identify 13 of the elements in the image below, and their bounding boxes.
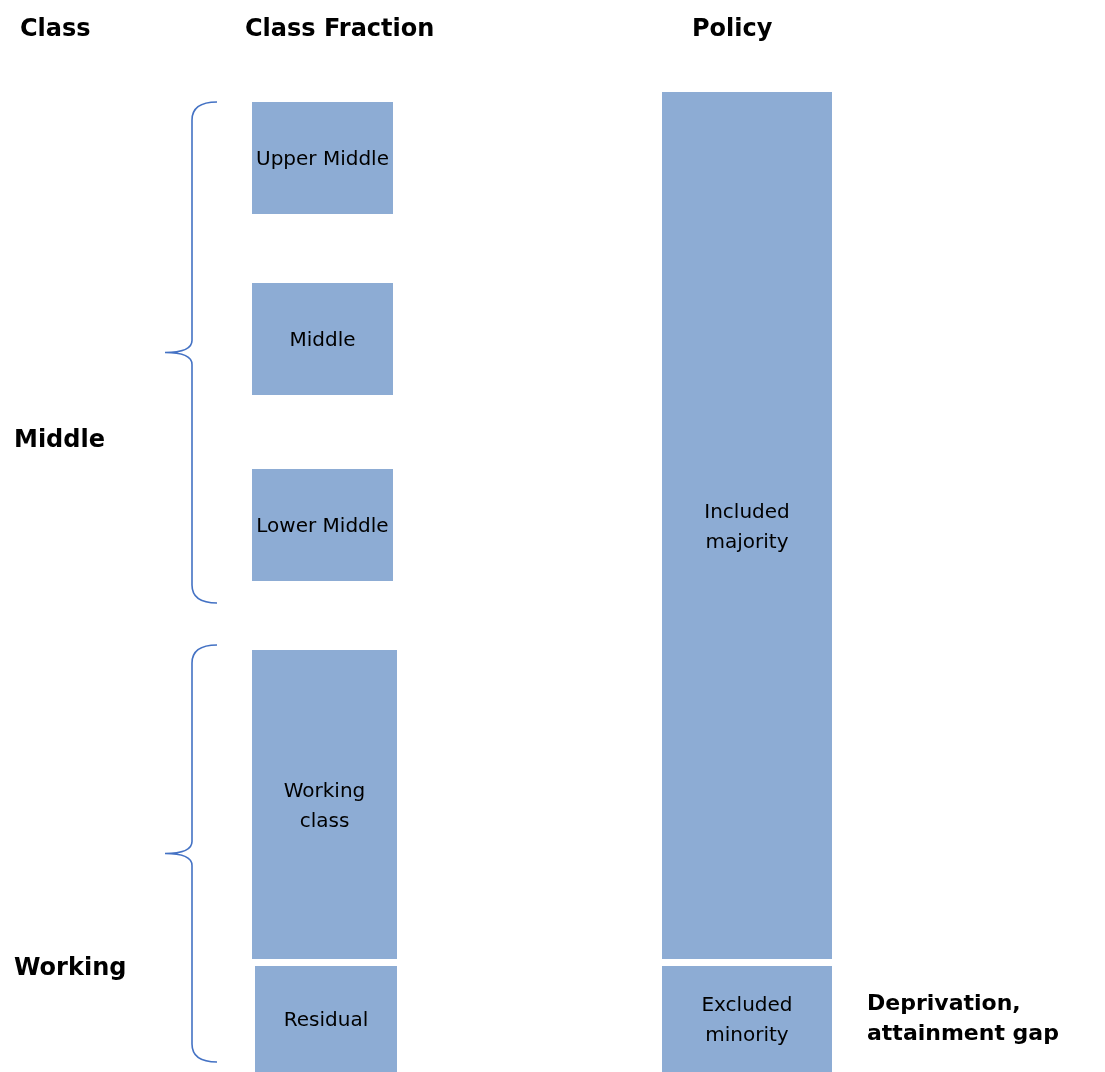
class-fraction-box: Working class <box>252 650 397 959</box>
bracket-label: Middle <box>14 425 105 453</box>
policy-box: Excluded minority <box>662 966 832 1072</box>
class-fraction-box: Upper Middle <box>252 102 393 214</box>
class-fraction-box: Residual <box>255 966 397 1072</box>
column-heading: Class <box>20 14 91 42</box>
policy-box: Included majority <box>662 92 832 959</box>
bracket-label: Working <box>14 953 127 981</box>
column-heading: Policy <box>692 14 773 42</box>
side-note: Deprivation, attainment gap <box>867 989 1060 1047</box>
class-fraction-box: Middle <box>252 283 393 395</box>
column-heading: Class Fraction <box>245 14 435 42</box>
class-fraction-box: Lower Middle <box>252 469 393 581</box>
